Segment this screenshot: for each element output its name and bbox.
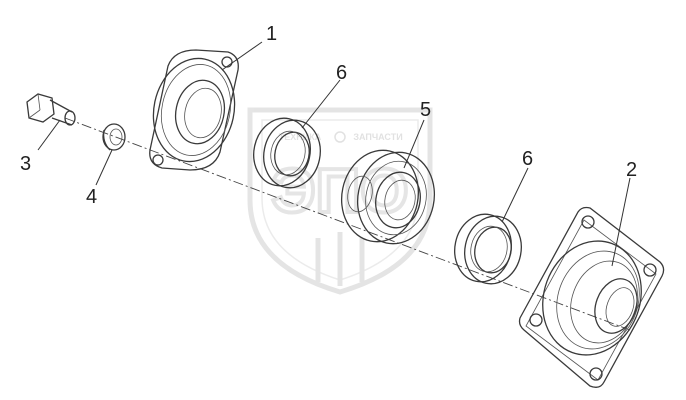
leader-lines [37,41,631,267]
callout-1: 1 [266,23,277,45]
part-washer [102,123,126,151]
leader-6a [301,79,341,129]
part-bearing [340,149,436,245]
leader-4 [95,149,113,186]
part-bolt [26,93,76,126]
part-flanged-cover [149,49,239,171]
watermark-text-left: ТЕХНИКА [279,132,322,142]
callout-2: 2 [626,159,637,181]
leader-6b [501,167,529,223]
leader-5 [403,119,425,169]
callout-4: 4 [86,186,97,208]
watermark-gear-icon [334,131,346,143]
watermark-text-right: ЗАПЧАСТИ [353,132,402,142]
part-seal-ring-right [454,213,522,285]
part-seal-ring-left [253,117,321,189]
watermark-emblem: ЭПО [272,157,409,226]
leader-1 [221,41,263,71]
callout-5: 5 [420,99,431,121]
callout-6a: 6 [336,62,347,84]
callout-6b: 6 [522,148,533,170]
watermark-bolts-icon [315,232,365,286]
callout-3: 3 [20,153,31,175]
leader-2 [611,177,631,267]
leader-3 [37,119,61,151]
part-flanged-housing [518,206,665,388]
